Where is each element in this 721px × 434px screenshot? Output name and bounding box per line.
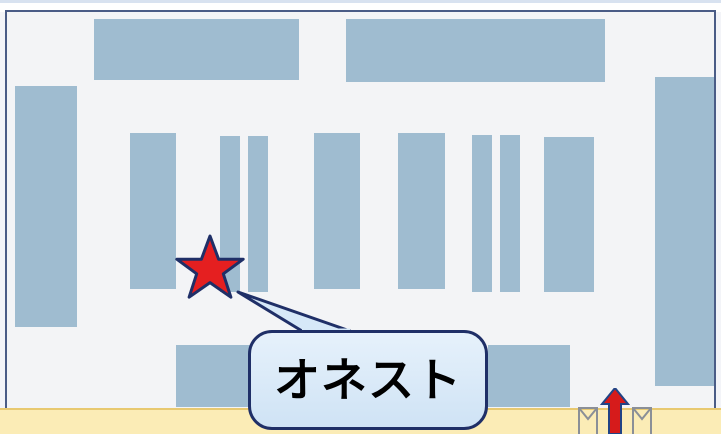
store-floor-plan bbox=[5, 10, 716, 430]
shelf-aisle-1 bbox=[130, 133, 176, 289]
shelf-aisle-2b bbox=[248, 136, 268, 292]
star-icon bbox=[175, 234, 245, 299]
shelf-aisle-5a bbox=[472, 135, 492, 292]
top-strip bbox=[0, 0, 721, 12]
shelf-aisle-2a bbox=[220, 136, 240, 292]
shelf-top-center bbox=[346, 19, 605, 82]
shelf-top-left bbox=[94, 19, 299, 80]
shelf-right-wall bbox=[655, 77, 714, 386]
shelf-bottom-left bbox=[176, 345, 258, 407]
store-callout: オネスト bbox=[248, 330, 488, 430]
shelf-aisle-6 bbox=[544, 137, 594, 292]
entrance-area bbox=[578, 388, 652, 434]
shelf-aisle-4 bbox=[398, 133, 445, 289]
shelf-left-wall bbox=[15, 86, 77, 327]
entrance-door-icon bbox=[578, 407, 652, 434]
shelf-aisle-3 bbox=[314, 133, 360, 289]
up-arrow-icon bbox=[599, 388, 631, 434]
callout-label: オネスト bbox=[274, 353, 462, 407]
top-trim bbox=[0, 0, 721, 3]
shelf-aisle-5b bbox=[500, 135, 520, 292]
shelf-bottom-center bbox=[488, 345, 570, 407]
